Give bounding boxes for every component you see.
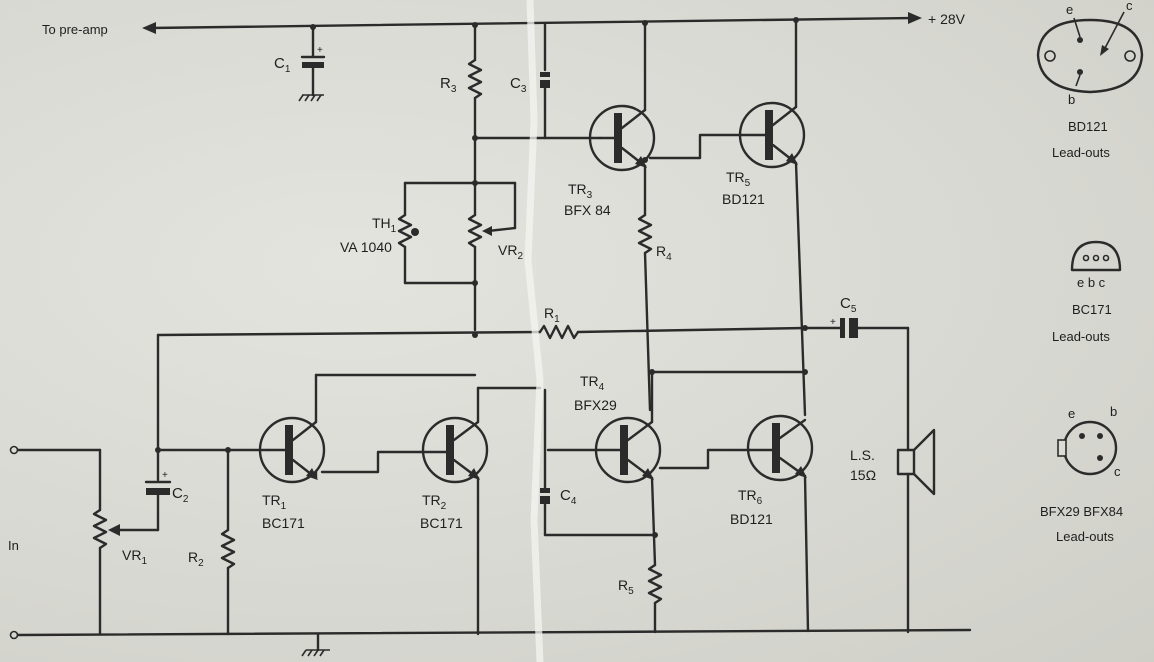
input-terminal-high <box>9 445 19 455</box>
bc171-caption: Lead-outs <box>1052 329 1110 344</box>
volume-vr1 <box>16 448 160 636</box>
tr5-part: BD121 <box>722 191 765 207</box>
bfx-pin-e: e <box>1068 406 1075 421</box>
input-terminal-low <box>9 630 19 640</box>
capacitor-c1 <box>298 25 326 102</box>
transistor-tr4 <box>546 370 807 567</box>
c4-label: C4 <box>560 487 577 507</box>
resistor-r5 <box>647 563 663 634</box>
bfx-pin-c: c <box>1114 464 1121 479</box>
bfx-caption: Lead-outs <box>1056 529 1114 544</box>
c2-label: C2 <box>172 485 189 505</box>
junction-dots <box>155 17 808 538</box>
tr1-part: BC171 <box>262 515 305 531</box>
thermistor-th1 <box>397 181 517 285</box>
transistor-tr2 <box>418 386 542 636</box>
bfx-title: BFX29 BFX84 <box>1040 504 1123 519</box>
c1-label: C1 <box>274 55 291 75</box>
r5-label: R5 <box>618 577 634 597</box>
paper-fold <box>524 0 544 662</box>
tr1-label: TR1 <box>262 492 287 512</box>
bd121-pin-e: e <box>1066 2 1073 17</box>
tr6-label: TR6 <box>738 487 763 507</box>
vr2-label: VR2 <box>498 242 523 262</box>
tr2-part: BC171 <box>420 515 463 531</box>
preamp-label: To pre-amp <box>42 22 108 37</box>
tr2-label: TR2 <box>422 492 447 512</box>
tr3-part: BFX 84 <box>564 202 611 218</box>
r1-label: R1 <box>544 305 560 325</box>
tr6-part: BD121 <box>730 511 773 527</box>
th1-label: TH1 <box>372 215 397 235</box>
leadout-bc171 <box>1070 240 1122 272</box>
capacitor-c3 <box>540 22 550 140</box>
bc171-title: BC171 <box>1072 302 1112 317</box>
svg-text:+: + <box>830 317 836 328</box>
tr3-label: TR3 <box>568 181 593 201</box>
input-label: In <box>8 538 19 553</box>
bd121-pin-b: b <box>1068 92 1075 107</box>
c3-label: C3 <box>510 75 527 95</box>
svg-text:+: + <box>162 470 168 481</box>
bd121-caption: Lead-outs <box>1052 145 1110 160</box>
tr5-label: TR5 <box>726 169 751 189</box>
tr4-part: BFX29 <box>574 397 617 413</box>
ls-impedance: 15Ω <box>850 467 876 483</box>
bfx-pin-b: b <box>1110 404 1117 419</box>
resistor-r4 <box>637 213 653 412</box>
r4-label: R4 <box>656 243 672 263</box>
loudspeaker <box>896 428 936 634</box>
ls-label: L.S. <box>850 447 875 463</box>
vr1-label: VR1 <box>122 547 147 567</box>
capacitor-c4 <box>540 388 657 537</box>
transistor-tr1 <box>258 373 477 484</box>
th1-part: VA 1040 <box>340 239 392 255</box>
capacitor-c5 <box>803 318 910 452</box>
leadout-bd121 <box>1036 11 1144 94</box>
tr4-label: TR4 <box>580 373 605 393</box>
resistor-r1 <box>156 324 807 340</box>
transistor-tr3 <box>588 21 742 217</box>
transistor-tr6 <box>746 414 814 633</box>
preset-vr2 <box>467 181 517 332</box>
bc171-pins: e b c <box>1077 275 1106 290</box>
leadout-bfx <box>1057 420 1118 476</box>
r3-label: R3 <box>440 75 457 95</box>
bd121-title: BD121 <box>1068 119 1108 134</box>
transistor-tr5 <box>738 18 807 417</box>
resistor-r2 <box>220 448 236 636</box>
ground-rail <box>9 445 972 657</box>
svg-text:+: + <box>317 45 323 56</box>
c5-label: C5 <box>840 295 857 315</box>
supply-label: + 28V <box>928 11 966 27</box>
bd121-pin-c: c <box>1126 0 1133 13</box>
r2-label: R2 <box>188 549 204 569</box>
capacitor-c2 <box>144 333 270 532</box>
